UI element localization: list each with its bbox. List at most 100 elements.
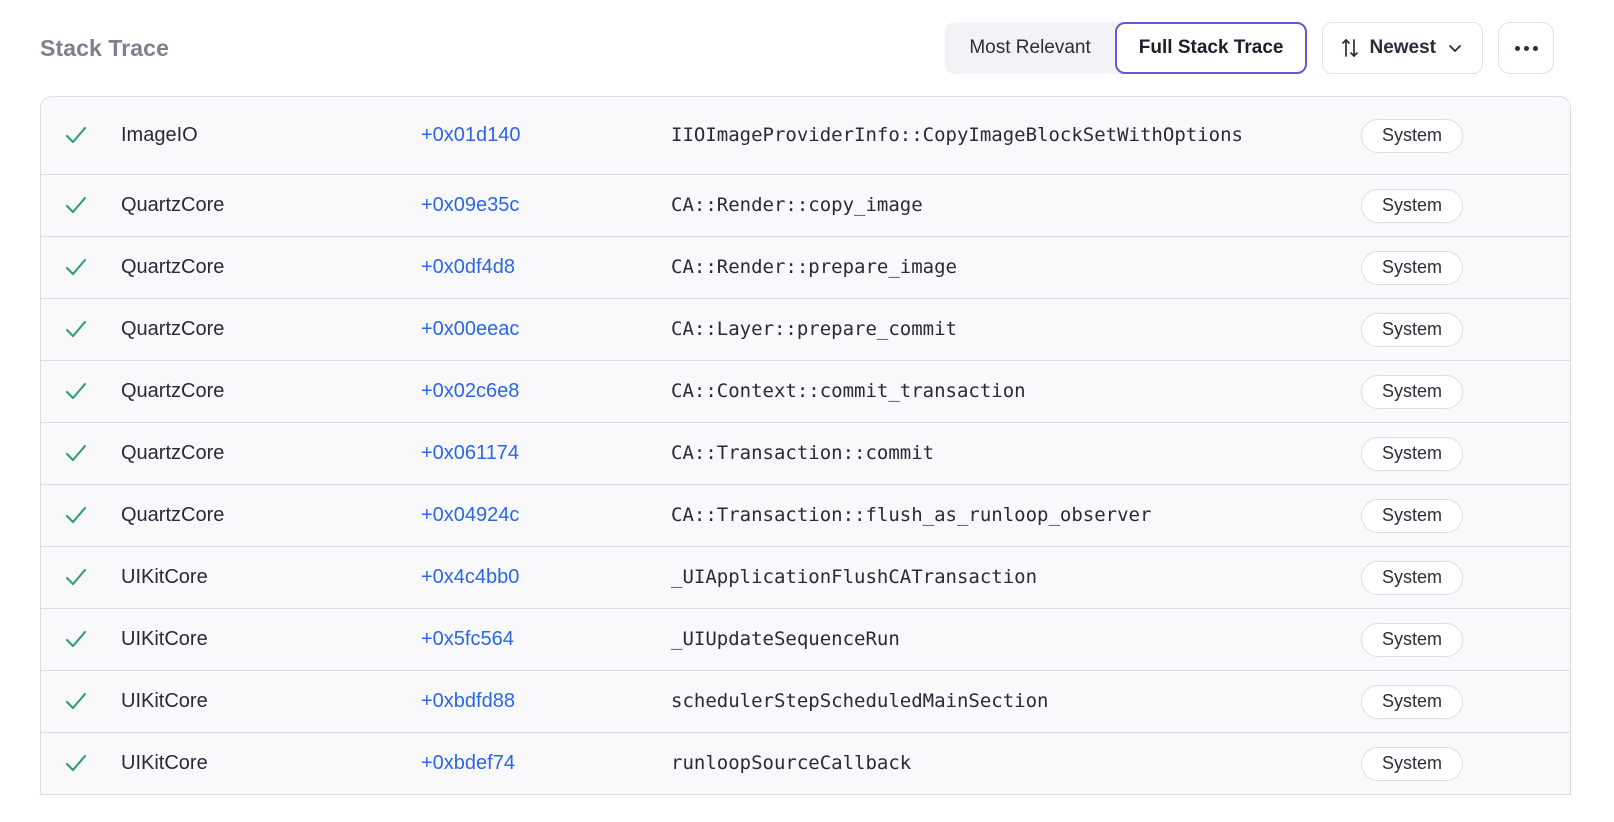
view-mode-segmented-control[interactable]: Most Relevant Full Stack Trace xyxy=(945,22,1308,74)
row-function-name: CA::Layer::prepare_commit xyxy=(671,317,957,340)
row-offset-link[interactable]: +0x09e35c xyxy=(421,194,520,216)
row-badge-cell: System xyxy=(1361,436,1521,471)
toolbar: Most Relevant Full Stack Trace Newest xyxy=(945,22,1554,74)
check-icon xyxy=(63,379,89,405)
row-badge-cell: System xyxy=(1361,312,1521,347)
row-offset-link[interactable]: +0x0df4d8 xyxy=(421,256,515,278)
more-options-button[interactable] xyxy=(1498,22,1554,74)
table-row[interactable]: UIKitCore +0xbdef74 runloopSourceCallback S… xyxy=(41,733,1570,795)
table-row[interactable]: QuartzCore +0x00eeac CA::Layer::prepare_co… xyxy=(41,299,1570,361)
status-badge: System xyxy=(1361,374,1464,409)
row-offset-link[interactable]: +0xbdfd88 xyxy=(421,690,515,712)
row-badge-cell: System xyxy=(1361,374,1521,409)
row-module-name: QuartzCore xyxy=(121,442,225,464)
row-module-name: QuartzCore xyxy=(121,380,225,402)
table-row[interactable]: UIKitCore +0xbdfd88 schedulerStepScheduled… xyxy=(41,671,1570,733)
row-module-name: UIKitCore xyxy=(121,690,208,712)
row-module-name: UIKitCore xyxy=(121,628,208,650)
status-badge: System xyxy=(1361,436,1464,471)
row-status-cell xyxy=(63,441,121,467)
check-icon xyxy=(63,503,89,529)
page-title: Stack Trace xyxy=(40,34,169,61)
row-badge-cell: System xyxy=(1361,188,1521,223)
row-status-cell xyxy=(63,123,121,149)
row-status-cell xyxy=(63,689,121,715)
row-function-name: CA::Transaction::flush_as_runloop_observ… xyxy=(671,503,1152,526)
row-module-name: QuartzCore xyxy=(121,194,225,216)
row-function-name: _UIUpdateSequenceRun xyxy=(671,627,900,650)
status-badge: System xyxy=(1361,188,1464,223)
table-row[interactable]: UIKitCore +0x5fc564 _UIUpdateSequenceRun Sy… xyxy=(41,609,1570,671)
check-icon xyxy=(63,441,89,467)
row-module-name: QuartzCore xyxy=(121,256,225,278)
row-module-name: ImageIO xyxy=(121,124,198,146)
status-badge: System xyxy=(1361,312,1464,347)
sort-button[interactable]: Newest xyxy=(1322,22,1483,74)
status-badge: System xyxy=(1361,746,1464,781)
tab-most-relevant[interactable]: Most Relevant xyxy=(969,37,1091,58)
row-offset-link[interactable]: +0x02c6e8 xyxy=(421,380,520,402)
table-row[interactable]: UIKitCore +0x4c4bb0 _UIApplicationFlushCAT… xyxy=(41,547,1570,609)
row-status-cell xyxy=(63,379,121,405)
sort-updown-icon xyxy=(1341,37,1359,59)
check-icon xyxy=(63,565,89,591)
row-offset-link[interactable]: +0xbdef74 xyxy=(421,752,515,774)
row-status-cell xyxy=(63,503,121,529)
row-module-name: UIKitCore xyxy=(121,752,208,774)
row-offset-link[interactable]: +0x04924c xyxy=(421,504,520,526)
row-function-name: CA::Render::prepare_image xyxy=(671,255,957,278)
ellipsis-icon xyxy=(1514,45,1538,51)
table-row[interactable]: QuartzCore +0x04924c CA::Transaction::flus… xyxy=(41,485,1570,547)
row-badge-cell: System xyxy=(1361,560,1521,595)
row-function-name: CA::Context::commit_transaction xyxy=(671,379,1026,402)
row-module-name: QuartzCore xyxy=(121,504,225,526)
table-row[interactable]: QuartzCore +0x061174 CA::Transaction::comm… xyxy=(41,423,1570,485)
sort-label: Newest xyxy=(1369,37,1436,58)
row-offset-link[interactable]: +0x5fc564 xyxy=(421,628,514,650)
row-status-cell xyxy=(63,751,121,777)
status-badge: System xyxy=(1361,118,1464,153)
status-badge: System xyxy=(1361,684,1464,719)
row-badge-cell: System xyxy=(1361,118,1521,153)
row-badge-cell: System xyxy=(1361,684,1521,719)
row-offset-link[interactable]: +0x01d140 xyxy=(421,124,521,146)
row-status-cell xyxy=(63,565,121,591)
check-icon xyxy=(63,255,89,281)
check-icon xyxy=(63,751,89,777)
check-icon xyxy=(63,689,89,715)
row-offset-link[interactable]: +0x061174 xyxy=(421,442,520,464)
chevron-down-icon xyxy=(1446,39,1464,57)
row-function-name: runloopSourceCallback xyxy=(671,751,912,774)
table-row[interactable]: QuartzCore +0x09e35c CA::Render::copy_imag… xyxy=(41,175,1570,237)
row-badge-cell: System xyxy=(1361,498,1521,533)
row-badge-cell: System xyxy=(1361,622,1521,657)
check-icon xyxy=(63,193,89,219)
row-function-name: IIOImageProviderInfo::CopyImageBlockSetW… xyxy=(671,123,1243,146)
row-offset-link[interactable]: +0x4c4bb0 xyxy=(421,566,520,588)
panel-header: Stack Trace Most Relevant Full Stack Tra… xyxy=(0,0,1614,96)
table-row[interactable]: QuartzCore +0x02c6e8 CA::Context::commit_t… xyxy=(41,361,1570,423)
stack-trace-table: ImageIO +0x01d140 IIOImageProviderInfo::Co… xyxy=(40,96,1571,795)
row-function-name: CA::Render::copy_image xyxy=(671,193,923,216)
row-function-name: CA::Transaction::commit xyxy=(671,441,935,464)
tab-full-stack-trace[interactable]: Full Stack Trace xyxy=(1114,22,1308,74)
row-status-cell xyxy=(63,193,121,219)
status-badge: System xyxy=(1361,622,1464,657)
row-badge-cell: System xyxy=(1361,746,1521,781)
check-icon xyxy=(63,123,89,149)
row-function-name: _UIApplicationFlushCATransaction xyxy=(671,565,1038,588)
row-badge-cell: System xyxy=(1361,250,1521,285)
row-status-cell xyxy=(63,255,121,281)
row-function-name: schedulerStepScheduledMainSection xyxy=(671,689,1049,712)
check-icon xyxy=(63,317,89,343)
row-module-name: QuartzCore xyxy=(121,318,225,340)
table-row[interactable]: QuartzCore +0x0df4d8 CA::Render::prepare_i… xyxy=(41,237,1570,299)
check-icon xyxy=(63,627,89,653)
status-badge: System xyxy=(1361,250,1464,285)
row-module-name: UIKitCore xyxy=(121,566,208,588)
row-status-cell xyxy=(63,627,121,653)
status-badge: System xyxy=(1361,498,1464,533)
table-row[interactable]: ImageIO +0x01d140 IIOImageProviderInfo::Co… xyxy=(41,97,1570,175)
row-offset-link[interactable]: +0x00eeac xyxy=(421,318,520,340)
